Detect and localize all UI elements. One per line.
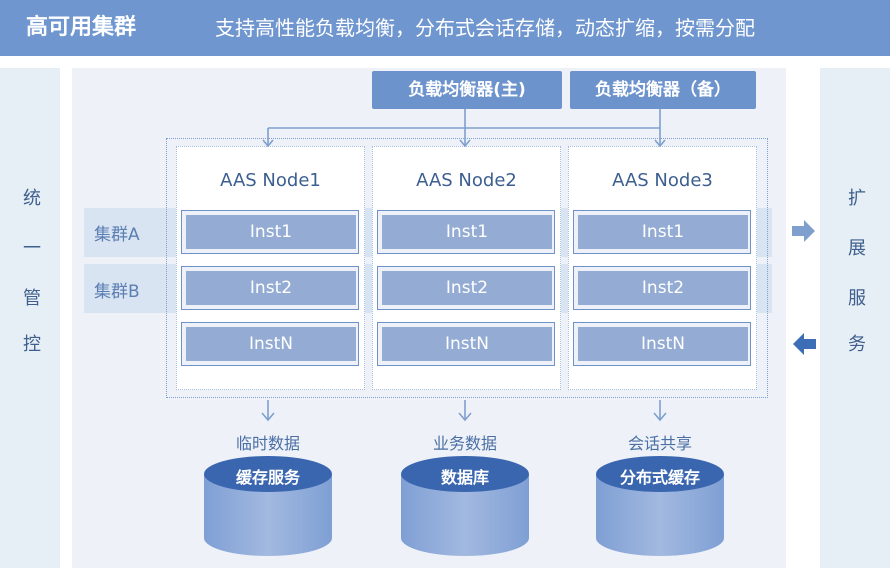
node-title: AAS Node1 bbox=[220, 170, 321, 191]
load-balancer-backup: 负载均衡器（备） bbox=[570, 71, 756, 109]
database-cylinder-icon bbox=[204, 456, 332, 556]
storage-name: 缓存服务 bbox=[235, 468, 300, 487]
storage-label: 会话共享 bbox=[627, 434, 692, 453]
instance-box: InstN bbox=[578, 327, 748, 361]
right-panel-char: 服 bbox=[848, 288, 866, 309]
cluster-a-label: 集群A bbox=[94, 225, 140, 245]
instance-box: Inst2 bbox=[186, 271, 356, 305]
storage-label: 业务数据 bbox=[432, 434, 497, 453]
instance-box: InstN bbox=[186, 327, 356, 361]
instance-box: Inst1 bbox=[578, 215, 748, 249]
instance-box: Inst2 bbox=[578, 271, 748, 305]
instance-box: Inst1 bbox=[382, 215, 552, 249]
database-cylinder-icon bbox=[401, 456, 529, 556]
storage-label: 临时数据 bbox=[235, 434, 300, 453]
left-panel-char: 统 bbox=[23, 188, 41, 209]
header-subtitle: 支持高性能负载均衡，分布式会话存储，动态扩缩，按需分配 bbox=[215, 16, 755, 40]
storage-name: 分布式缓存 bbox=[619, 468, 700, 487]
node-title: AAS Node2 bbox=[416, 170, 517, 191]
right-panel-char: 扩 bbox=[848, 188, 866, 209]
cluster-container bbox=[166, 138, 768, 398]
header-bar bbox=[0, 0, 890, 56]
storage-name: 数据库 bbox=[440, 468, 489, 487]
instance-box: InstN bbox=[382, 327, 552, 361]
right-panel bbox=[820, 68, 890, 568]
arrow-right-icon bbox=[792, 220, 815, 242]
left-panel bbox=[0, 68, 60, 568]
left-panel-char: 管 bbox=[23, 288, 41, 309]
left-panel-char: 控 bbox=[23, 334, 41, 355]
instance-box: Inst2 bbox=[382, 271, 552, 305]
arrow-left-icon bbox=[793, 333, 816, 355]
header-title: 高可用集群 bbox=[26, 15, 137, 40]
right-panel-char: 务 bbox=[848, 334, 866, 355]
instance-box: Inst1 bbox=[186, 215, 356, 249]
node-title: AAS Node3 bbox=[612, 170, 713, 191]
cluster-b-label: 集群B bbox=[94, 282, 140, 302]
database-cylinder-icon bbox=[596, 456, 724, 556]
left-panel-char: 一 bbox=[23, 238, 41, 259]
load-balancer-primary: 负载均衡器(主) bbox=[372, 71, 562, 109]
right-panel-char: 展 bbox=[848, 238, 866, 259]
